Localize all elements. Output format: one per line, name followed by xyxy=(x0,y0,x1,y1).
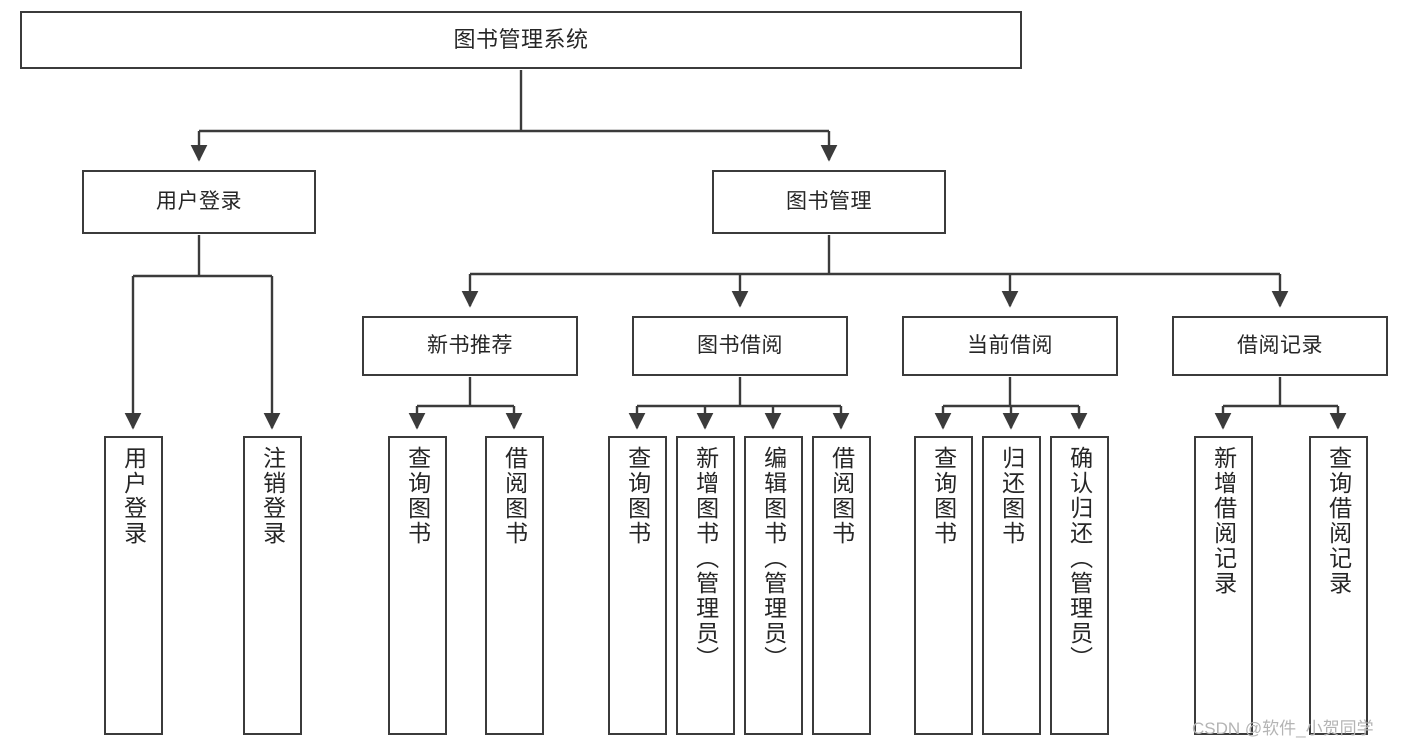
leaf-borrow-book-2[interactable]: 借阅图书 xyxy=(812,436,871,735)
node-new-book-rec[interactable]: 新书推荐 xyxy=(362,316,578,376)
csdn-watermark: CSDN @软件_小贺同学 xyxy=(1192,719,1374,738)
leaf-add-book[interactable]: 新增图书（管理员） xyxy=(676,436,735,735)
leaf-add-book-label: 新增图书（管理员） xyxy=(692,446,719,671)
node-user-login[interactable]: 用户登录 xyxy=(82,170,316,234)
leaf-add-record-label: 新增借阅记录 xyxy=(1210,446,1237,596)
leaf-query-record[interactable]: 查询借阅记录 xyxy=(1309,436,1368,735)
node-user-login-label: 用户登录 xyxy=(156,189,242,213)
node-book-borrow-label: 图书借阅 xyxy=(697,333,783,357)
node-book-borrow[interactable]: 图书借阅 xyxy=(632,316,848,376)
leaf-add-record[interactable]: 新增借阅记录 xyxy=(1194,436,1253,735)
node-current-borrow-label: 当前借阅 xyxy=(967,333,1053,357)
node-new-book-rec-label: 新书推荐 xyxy=(427,333,513,357)
leaf-edit-book-label: 编辑图书（管理员） xyxy=(760,446,787,671)
leaf-logout[interactable]: 注销登录 xyxy=(243,436,302,735)
leaf-query-book-1-label: 查询图书 xyxy=(404,446,431,546)
leaf-user-login-label: 用户登录 xyxy=(120,446,147,546)
leaf-confirm-return-label: 确认归还（管理员） xyxy=(1066,446,1093,671)
leaf-query-book-3-label: 查询图书 xyxy=(930,446,957,546)
node-borrow-record-label: 借阅记录 xyxy=(1237,333,1323,357)
node-root[interactable]: 图书管理系统 xyxy=(20,11,1022,69)
leaf-query-book-1[interactable]: 查询图书 xyxy=(388,436,447,735)
leaf-query-book-3[interactable]: 查询图书 xyxy=(914,436,973,735)
leaf-logout-label: 注销登录 xyxy=(259,446,286,546)
leaf-query-book-2-label: 查询图书 xyxy=(624,446,651,546)
leaf-query-record-label: 查询借阅记录 xyxy=(1325,446,1352,596)
leaf-borrow-book-1[interactable]: 借阅图书 xyxy=(485,436,544,735)
leaf-return-book-label: 归还图书 xyxy=(998,446,1025,546)
node-book-manage[interactable]: 图书管理 xyxy=(712,170,946,234)
node-borrow-record[interactable]: 借阅记录 xyxy=(1172,316,1388,376)
leaf-edit-book[interactable]: 编辑图书（管理员） xyxy=(744,436,803,735)
leaf-confirm-return[interactable]: 确认归还（管理员） xyxy=(1050,436,1109,735)
leaf-return-book[interactable]: 归还图书 xyxy=(982,436,1041,735)
leaf-borrow-book-1-label: 借阅图书 xyxy=(501,446,528,546)
node-book-manage-label: 图书管理 xyxy=(786,189,872,213)
leaf-borrow-book-2-label: 借阅图书 xyxy=(828,446,855,546)
leaf-user-login[interactable]: 用户登录 xyxy=(104,436,163,735)
leaf-query-book-2[interactable]: 查询图书 xyxy=(608,436,667,735)
node-root-label: 图书管理系统 xyxy=(453,27,589,53)
node-current-borrow[interactable]: 当前借阅 xyxy=(902,316,1118,376)
